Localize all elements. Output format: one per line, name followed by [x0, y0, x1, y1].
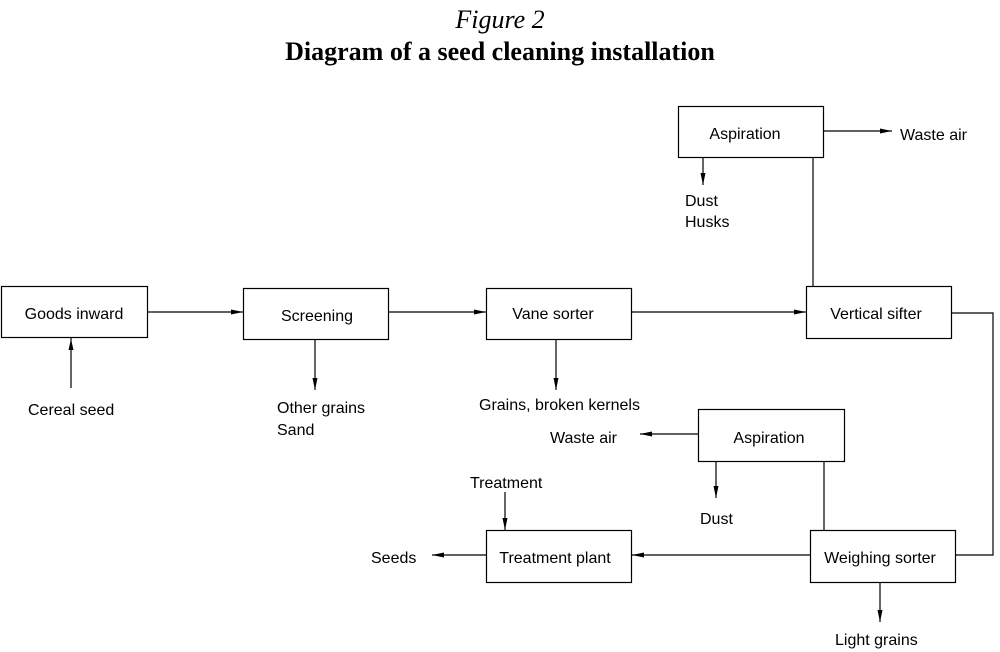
figure-title: Diagram of a seed cleaning installation — [285, 37, 715, 66]
label-waste-air-bottom: Waste air — [550, 430, 618, 447]
node-aspiration-bottom-label: Aspiration — [733, 430, 804, 447]
node-goods-inward-label: Goods inward — [25, 306, 124, 323]
arrow-vane-to-grains — [553, 340, 559, 390]
arrow-aspiration-top-to-dust — [700, 158, 706, 185]
label-light-grains: Light grains — [835, 632, 918, 649]
arrowhead-right-icon — [794, 309, 806, 315]
arrowhead-down-icon — [713, 486, 719, 498]
arrow-goods-to-screening — [148, 309, 243, 315]
node-goods-inward: Goods inward — [0, 285, 149, 339]
arrowhead-down-icon — [553, 378, 559, 390]
node-treatment-plant-label: Treatment plant — [499, 550, 611, 567]
arrow-treatment-to-seeds — [432, 552, 486, 558]
arrow-treatment-to-plant — [502, 492, 508, 530]
label-dust-bottom: Dust — [700, 511, 733, 528]
arrowhead-right-icon — [880, 128, 892, 134]
arrowhead-down-icon — [312, 378, 318, 390]
label-grains-broken-kernels: Grains, broken kernels — [479, 397, 640, 414]
arrow-weighing-to-light-grains — [877, 583, 883, 622]
node-screening-label: Screening — [281, 308, 353, 325]
arrowhead-left-icon — [432, 552, 444, 558]
line-sifter-to-weighing — [952, 312, 994, 556]
node-aspiration-top: Aspiration — [677, 105, 825, 159]
label-cereal-seed: Cereal seed — [28, 402, 114, 419]
arrow-weighing-to-treatment — [632, 552, 810, 558]
arrow-aspiration-bottom-to-waste-air — [640, 431, 698, 437]
arrowhead-down-icon — [502, 518, 508, 530]
label-treatment: Treatment — [470, 475, 543, 492]
node-vertical-sifter: Vertical sifter — [805, 285, 953, 340]
node-screening: Screening — [242, 287, 390, 341]
node-treatment-plant: Treatment plant — [485, 529, 633, 584]
arrow-aspiration-bottom-to-dust — [713, 462, 719, 498]
figure-label: Figure 2 — [455, 5, 545, 34]
arrow-screening-to-vane — [389, 309, 486, 315]
node-vane-sorter-label: Vane sorter — [512, 306, 594, 323]
node-weighing-sorter: Weighing sorter — [809, 529, 957, 584]
label-husks: Husks — [685, 214, 729, 231]
arrowhead-left-icon — [640, 431, 652, 437]
label-sand: Sand — [277, 422, 314, 439]
arrowhead-left-icon — [632, 552, 644, 558]
label-waste-air-top: Waste air — [900, 127, 968, 144]
arrowhead-down-icon — [877, 610, 883, 622]
node-vertical-sifter-label: Vertical sifter — [830, 306, 922, 323]
arrow-screening-to-other — [312, 340, 318, 390]
node-aspiration-bottom: Aspiration — [697, 408, 846, 463]
arrowhead-up-icon — [68, 339, 74, 350]
arrow-cereal-to-goods — [68, 338, 74, 388]
arrowhead-right-icon — [231, 309, 243, 315]
arrow-vane-to-sifter — [632, 309, 806, 315]
arrowhead-right-icon — [474, 309, 486, 315]
node-vane-sorter: Vane sorter — [485, 287, 633, 341]
arrow-aspiration-top-to-waste-air — [824, 128, 892, 134]
label-other-grains: Other grains — [277, 400, 365, 417]
label-dust-top: Dust — [685, 193, 718, 210]
node-aspiration-top-label: Aspiration — [709, 126, 780, 143]
arrowhead-down-icon — [700, 173, 706, 185]
node-weighing-sorter-label: Weighing sorter — [824, 550, 936, 567]
label-seeds: Seeds — [371, 550, 416, 567]
